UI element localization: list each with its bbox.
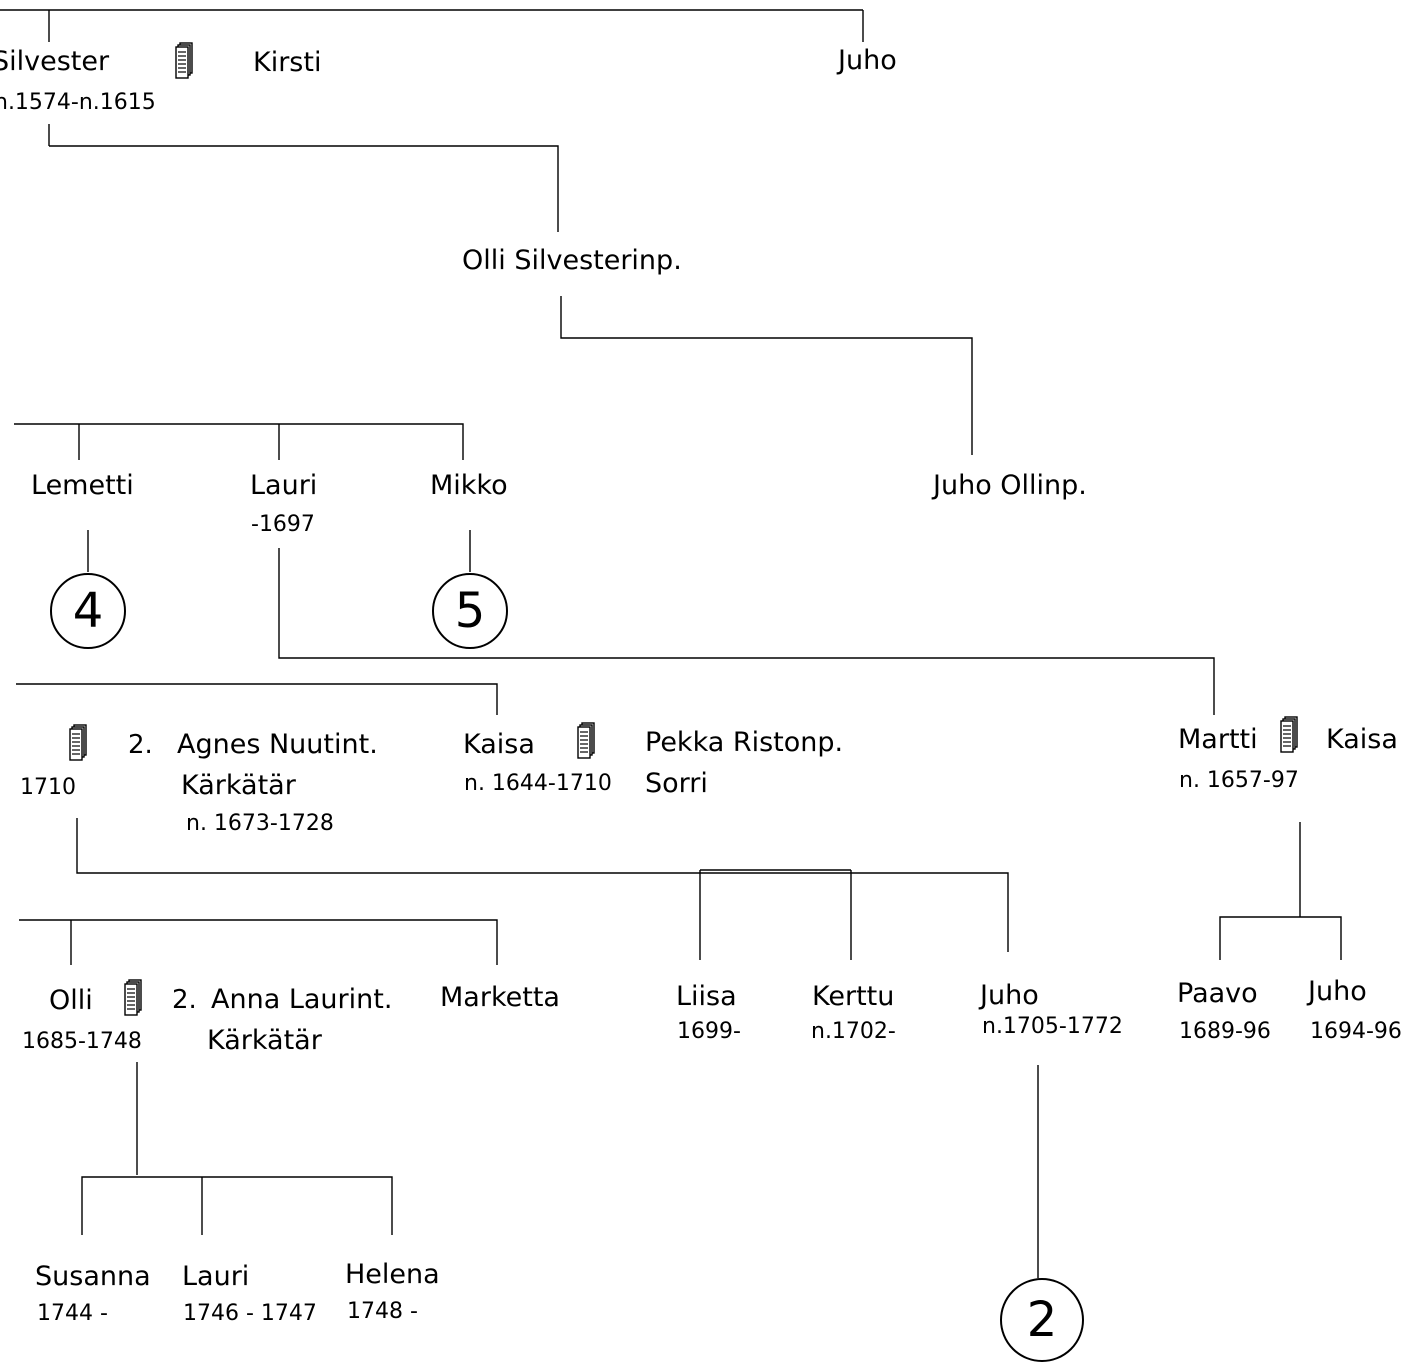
person-dates-lauri-1746: 1746 - 1747: [183, 1301, 317, 1326]
person-name-juho-top: Juho: [838, 45, 897, 76]
person-name-helena: Helena: [345, 1259, 440, 1290]
marriage-number-agnes: 2.: [128, 730, 153, 760]
document-stack-icon: [69, 724, 87, 761]
person-name-agnes: Agnes Nuutint.: [177, 729, 378, 760]
person-name-lauri-1746: Lauri: [182, 1261, 250, 1292]
person-name-marketta: Marketta: [440, 982, 560, 1013]
person-dates-susanna: 1744 -: [37, 1301, 108, 1326]
person-dates-kaisa-1644: n. 1644-1710: [464, 771, 612, 796]
document-stack-icon: [577, 722, 595, 759]
person-name-lauri-1697: Lauri: [250, 470, 318, 501]
person-name-mikko: Mikko: [430, 470, 508, 501]
person-name-martti: Martti: [1178, 724, 1258, 755]
marriage-number-anna: 2.: [172, 985, 197, 1015]
document-stack-icon: [1280, 716, 1298, 753]
reference-circle-5: 5: [432, 573, 508, 649]
reference-circle-4: 4: [50, 573, 126, 649]
document-stack-icon: [175, 42, 193, 79]
person-name-juho-ollinp: Juho Ollinp.: [933, 470, 1087, 501]
person-name-olli-silvesterinp: Olli Silvesterinp.: [462, 245, 682, 276]
person-name-liisa: Liisa: [676, 981, 737, 1012]
reference-circle-2: 2: [1000, 1278, 1084, 1362]
person-name-kerttu: Kerttu: [812, 981, 895, 1012]
person-dates-martti: n. 1657-97: [1179, 768, 1299, 793]
person-name-kaisa-1644: Kaisa: [463, 729, 535, 760]
person-dates-lauri-1697: -1697: [251, 512, 315, 537]
person-name-silvester: Silvester: [0, 46, 110, 77]
person-dates-silvester: n.1574-n.1615: [0, 90, 156, 115]
person-dates-juho-1705: n.1705-1772: [982, 1014, 1123, 1039]
person-surname-pekka: Sorri: [645, 768, 708, 799]
person-name-olli-1685: Olli: [49, 985, 93, 1016]
person-name-pekka: Pekka Ristonp.: [645, 727, 844, 758]
person-surname-agnes: Kärkätär: [181, 770, 296, 801]
person-dates-liisa: 1699-: [677, 1019, 741, 1044]
person-dates-1710: 1710: [20, 775, 76, 800]
person-dates-paavo: 1689-96: [1179, 1019, 1271, 1044]
person-name-paavo: Paavo: [1177, 978, 1258, 1009]
person-name-kaisa-martti: Kaisa: [1326, 724, 1398, 755]
person-name-juho-1705: Juho: [980, 980, 1039, 1011]
person-name-anna: Anna Laurint.: [211, 984, 393, 1015]
person-dates-kerttu: n.1702-: [811, 1019, 896, 1044]
person-name-juho-1694: Juho: [1308, 976, 1367, 1007]
person-dates-agnes: n. 1673-1728: [186, 811, 334, 836]
person-name-susanna: Susanna: [35, 1261, 151, 1292]
person-dates-juho-1694: 1694-96: [1310, 1019, 1402, 1044]
person-dates-olli-1685: 1685-1748: [22, 1029, 142, 1054]
document-stack-icon: [124, 979, 142, 1016]
person-dates-helena: 1748 -: [347, 1299, 418, 1324]
person-name-kirsti: Kirsti: [253, 47, 322, 78]
person-surname-anna: Kärkätär: [207, 1025, 322, 1056]
person-name-lemetti: Lemetti: [31, 470, 134, 501]
